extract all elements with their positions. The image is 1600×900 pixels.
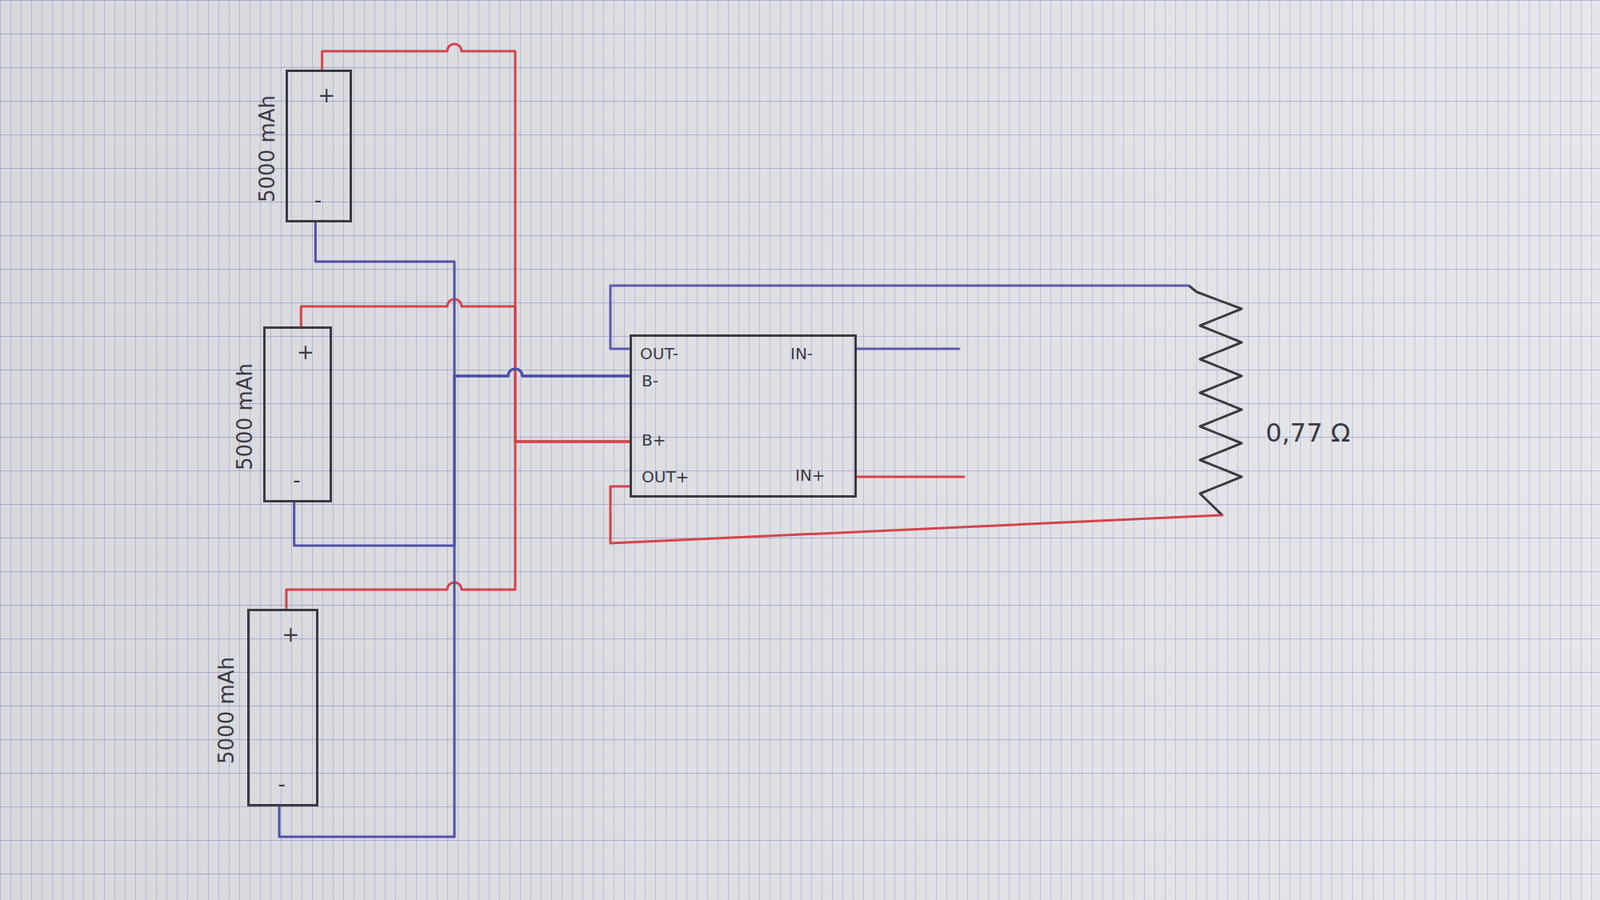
pin-label: OUT+	[641, 468, 689, 487]
polarity-mark: -	[292, 468, 300, 493]
resistor: 0,77 Ω	[1188, 280, 1405, 516]
polarity-mark: -	[314, 188, 322, 213]
wire	[610, 285, 1189, 349]
polarity-mark: +	[317, 84, 336, 108]
pin-label: IN+	[795, 466, 826, 485]
pin-label: B+	[641, 431, 666, 450]
battery-cell: 5000 mAh+-	[285, 69, 352, 223]
wire	[315, 222, 630, 376]
battery-cell: 5000 mAh+-	[247, 608, 319, 807]
polarity-mark: +	[296, 340, 315, 365]
capacity-label: 5000 mAh	[256, 94, 280, 202]
pin-label: B-	[641, 372, 659, 391]
resistor-symbol	[1188, 285, 1242, 516]
pin-label: IN-	[790, 344, 813, 364]
input-wire	[856, 476, 964, 479]
capacity-label: 5000 mAh	[233, 363, 258, 471]
polarity-mark: +	[282, 623, 300, 648]
wire	[294, 368, 630, 546]
wire	[322, 44, 630, 442]
capacity-label: 5000 mAh	[215, 656, 240, 764]
bms-module: OUT- B- B+ OUT+ IN- IN+	[629, 334, 857, 498]
resistance-value: 0,77 Ω	[1265, 418, 1351, 448]
pin-label: OUT-	[640, 344, 679, 364]
wire	[610, 486, 1223, 544]
polarity-mark: -	[278, 772, 286, 797]
wire	[300, 299, 630, 442]
input-wire	[856, 348, 960, 351]
battery-cell: 5000 mAh+-	[263, 326, 332, 503]
wire	[286, 441, 630, 609]
